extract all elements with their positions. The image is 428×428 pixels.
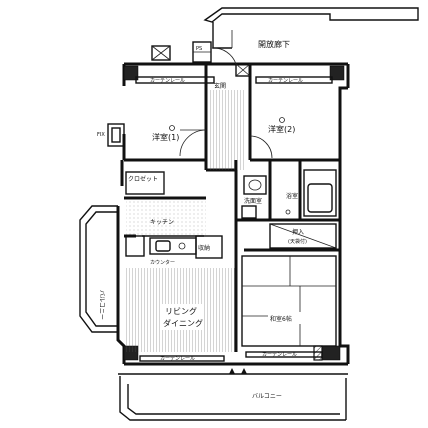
western-room-1: 洋室(1) (152, 125, 207, 157)
oshiire: 押入 (天袋付) (269, 223, 337, 249)
bottom-balcony-label: バルコニー (252, 393, 282, 400)
entrance-hall: 玄関 (210, 47, 251, 170)
counter-label: カウンター (150, 259, 175, 266)
kitchen: キッチン カウンター (125, 200, 206, 266)
oshiire-label: 押入 (292, 228, 304, 236)
storage-label: 収納 (198, 244, 210, 252)
bathroom: 浴室 (285, 169, 337, 217)
japanese-room: 和室6帖 (241, 255, 337, 347)
closet-label: クロゼット (128, 175, 158, 183)
western-room-2-label: 洋室(2) (268, 124, 295, 134)
japanese-room-label: 和室6帖 (270, 315, 292, 323)
living-label: リビング (165, 306, 197, 316)
corridor-label: 開放廊下 (258, 39, 290, 49)
washroom: 洗面室 (241, 175, 267, 219)
fix-label: FIX (97, 132, 105, 138)
kitchen-label: キッチン (150, 219, 174, 226)
dining-label: ダイニング (163, 318, 203, 328)
curtain-rail-label-2: カーテンレール (268, 78, 303, 84)
open-corridor: 開放廊下 (203, 7, 419, 49)
bathroom-label: 浴室 (286, 192, 298, 200)
bottom-balcony: バルコニー (119, 368, 347, 421)
pipe-space: PS (151, 41, 212, 63)
side-balcony-label: バルコニー (98, 290, 105, 320)
western-room-2: 洋室(2) (249, 117, 295, 159)
living-dining: リビング ダイニング (126, 268, 236, 352)
entrance-label: 玄関 (214, 82, 226, 90)
ps-label: PS (196, 46, 202, 52)
curtain-rail-label-1: カーテンレール (150, 78, 185, 84)
storage: 収納 (195, 235, 223, 259)
curtain-rails: カーテンレール カーテンレール カーテンレール カーテンレール (135, 76, 333, 362)
side-balcony: バルコニー (79, 205, 118, 333)
oshiire-subtitle: (天袋付) (288, 238, 307, 245)
closet: クロゼット (125, 171, 165, 195)
washroom-label: 洗面室 (244, 197, 262, 205)
curtain-rail-label-4: カーテンレール (262, 352, 297, 358)
western-room-1-label: 洋室(1) (152, 132, 179, 142)
curtain-rail-label-3: カーテンレール (160, 356, 195, 362)
fix-window: FIX (97, 123, 125, 147)
